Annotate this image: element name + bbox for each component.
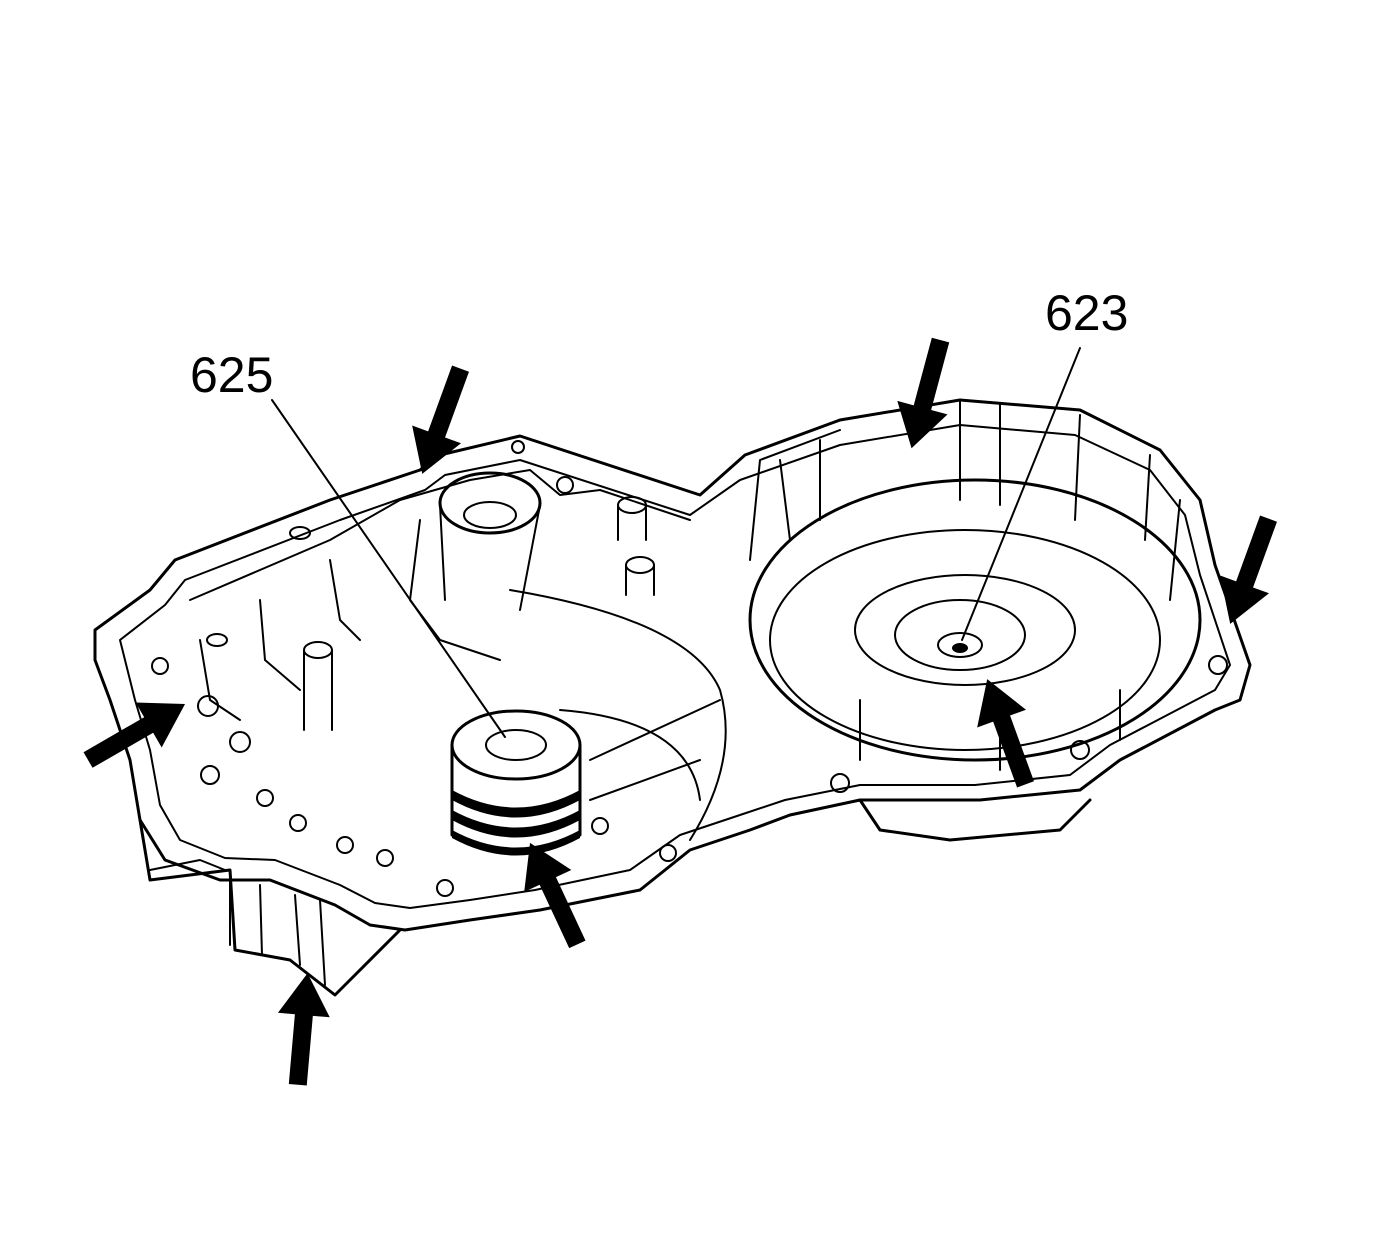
servo-piston-stack [450, 709, 582, 856]
drum-walls [749, 399, 1181, 771]
lower-sweep-curve [509, 589, 727, 841]
arrow-drum-center [977, 679, 1034, 788]
bosses-left [206, 496, 655, 731]
bore-top-boss [438, 471, 542, 535]
indicator-arrows [83, 337, 1277, 1086]
case-housing [93, 398, 1252, 997]
arrow-right [1220, 515, 1277, 624]
hub-outer [894, 599, 1026, 671]
case-inner-flange [119, 424, 1231, 909]
drum-outer-rim [748, 478, 1202, 762]
drum-floor [854, 574, 1076, 686]
case-skirt-ribs [149, 859, 326, 986]
arrow-top-center [897, 337, 950, 449]
bolt-holes [151, 440, 1228, 897]
drum-inner-rim [769, 529, 1161, 751]
case-outer-flange [93, 398, 1252, 932]
bore-top-tube [439, 504, 541, 611]
arrow-piston [524, 842, 586, 949]
callout-623: 623 [1045, 285, 1128, 341]
case-lower-skirt [138, 798, 1092, 997]
leader-lines [271, 347, 1081, 738]
bore-top-hole [463, 501, 517, 529]
leader-line-625 [271, 399, 506, 738]
arrow-left [83, 702, 186, 768]
leader-line-623 [961, 347, 1081, 641]
arrow-top-left [412, 365, 469, 474]
left-cavity [189, 469, 727, 856]
arrow-bottom [277, 973, 330, 1086]
hub-center [952, 643, 968, 653]
callout-625: 625 [190, 347, 273, 403]
right-drum-cavity [748, 399, 1202, 771]
hub-inner [937, 632, 983, 658]
